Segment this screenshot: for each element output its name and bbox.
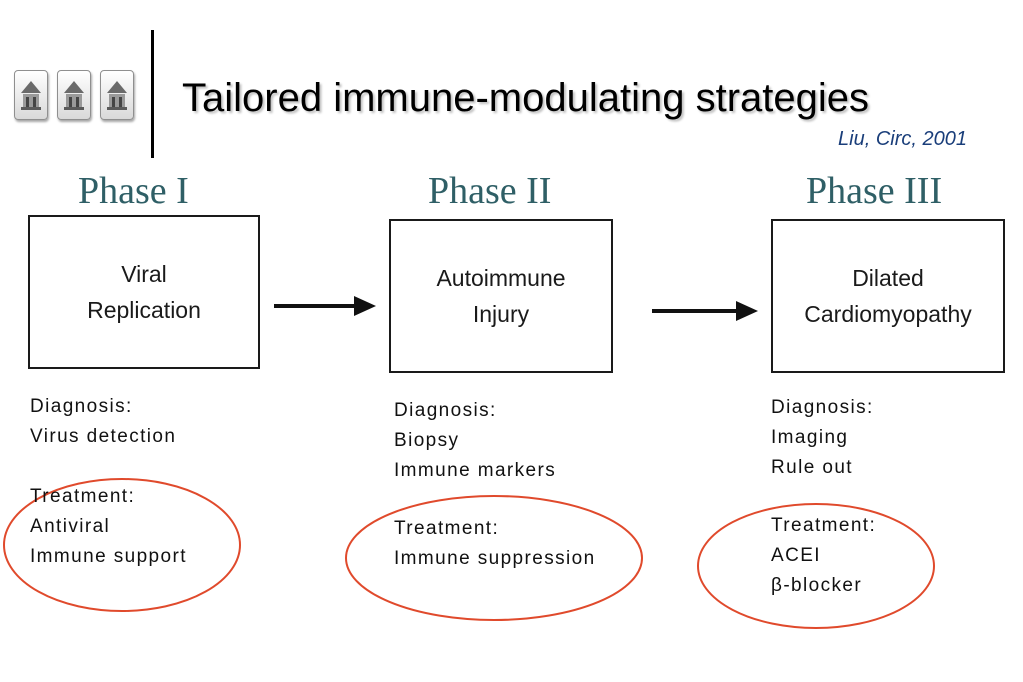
phase-label-3: Phase III xyxy=(806,170,943,212)
box-label-2: Autoimmune Injury xyxy=(436,265,566,327)
box-label-1: Viral Replication xyxy=(87,261,201,323)
arrow-head-1 xyxy=(354,296,376,316)
page-title: Tailored immune-modulating strategies xyxy=(182,76,869,120)
phase-info-2: Diagnosis: Biopsy Immune markers Treatme… xyxy=(394,396,596,574)
phase-box-1: Viral Replication xyxy=(28,215,260,369)
phase-box-2: Autoimmune Injury xyxy=(389,219,613,373)
arrow-head-2 xyxy=(736,301,758,321)
phase-box-3: Dilated Cardiomyopathy xyxy=(771,219,1005,373)
treatment-heading: Treatment: xyxy=(394,518,500,539)
phase-info-1: Diagnosis: Virus detection Treatment: An… xyxy=(30,392,187,572)
citation: Liu, Circ, 2001 xyxy=(838,128,967,150)
diagnosis-item: Rule out xyxy=(771,457,853,478)
treatment-item: Immune suppression xyxy=(394,548,596,569)
title-divider xyxy=(151,30,154,158)
diagnosis-item: Immune markers xyxy=(394,460,557,481)
diagnosis-item: Biopsy xyxy=(394,430,460,451)
treatment-ellipse-2 xyxy=(345,495,643,621)
treatment-heading: Treatment: xyxy=(771,515,877,536)
treatment-ellipse-1 xyxy=(3,478,241,612)
treatment-heading: Treatment: xyxy=(30,486,136,507)
diagnosis-heading: Diagnosis: xyxy=(30,396,133,417)
building-logo-icon xyxy=(14,70,48,120)
building-logo-icon xyxy=(100,70,134,120)
diagnosis-item: Virus detection xyxy=(30,426,177,447)
treatment-item: ACEI xyxy=(771,545,821,566)
diagnosis-heading: Diagnosis: xyxy=(394,400,497,421)
phase-label-2: Phase II xyxy=(428,170,552,212)
phase-info-3: Diagnosis: Imaging Rule out Treatment: A… xyxy=(771,393,876,601)
building-logo-icon xyxy=(57,70,91,120)
logo-group xyxy=(14,70,134,120)
treatment-item: β-blocker xyxy=(771,575,863,596)
box-label-3: Dilated Cardiomyopathy xyxy=(804,265,972,327)
arrow-phase1-to-phase2 xyxy=(274,296,376,316)
treatment-ellipse-3 xyxy=(697,503,935,629)
arrow-phase2-to-phase3 xyxy=(652,301,758,321)
diagnosis-heading: Diagnosis: xyxy=(771,397,874,418)
treatment-item: Antiviral xyxy=(30,516,111,537)
phase-label-1: Phase I xyxy=(78,170,189,212)
diagnosis-item: Imaging xyxy=(771,427,849,448)
treatment-item: Immune support xyxy=(30,546,187,567)
